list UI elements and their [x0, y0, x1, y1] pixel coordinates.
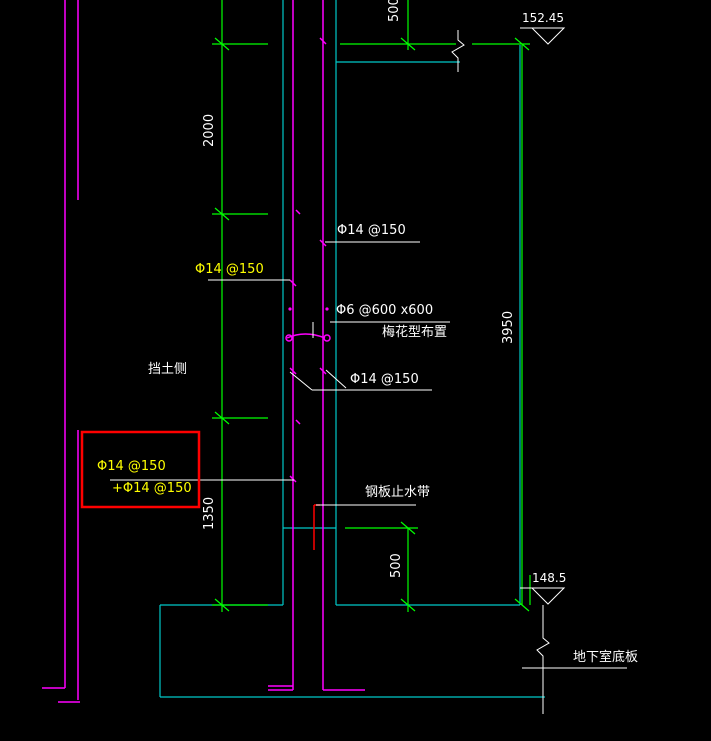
waterstop-label: 钢板止水带 [365, 485, 430, 500]
rebar-highlight-2: +Φ14 @150 [112, 481, 192, 496]
tie-rebar-label: Φ6 @600 x600 [336, 303, 433, 318]
rebar-highlight-1: Φ14 @150 [97, 459, 166, 474]
plum-layout-label: 梅花型布置 [382, 324, 447, 340]
wall-outline [159, 0, 545, 698]
rebar-inner-mid-label: Φ14 @150 [350, 372, 419, 387]
elevation-top: 152.45 [522, 11, 564, 25]
basement-slab-label: 地下室底板 [573, 649, 638, 665]
dim-500-bottom: 500 [389, 553, 404, 578]
soil-side-label: 挡土侧 [148, 362, 187, 377]
dim-500-top: 500 [387, 0, 402, 22]
rebar-outer-top-label: Φ14 @150 [195, 262, 264, 277]
dim-1350: 1350 [202, 497, 217, 530]
dimension-lines [212, 0, 531, 612]
marker-dot [288, 307, 292, 311]
highlight-box [80, 430, 201, 509]
leader-lines [110, 27, 627, 714]
elevation-bottom: 148.5 [532, 571, 566, 585]
rebar-lines [268, 0, 365, 691]
rebar-inner-top-label: Φ14 @150 [337, 223, 406, 238]
dim-3950: 3950 [501, 311, 516, 344]
left-wall-lines [42, 0, 80, 703]
marker-dot [325, 307, 329, 311]
dim-2000: 2000 [202, 114, 217, 147]
